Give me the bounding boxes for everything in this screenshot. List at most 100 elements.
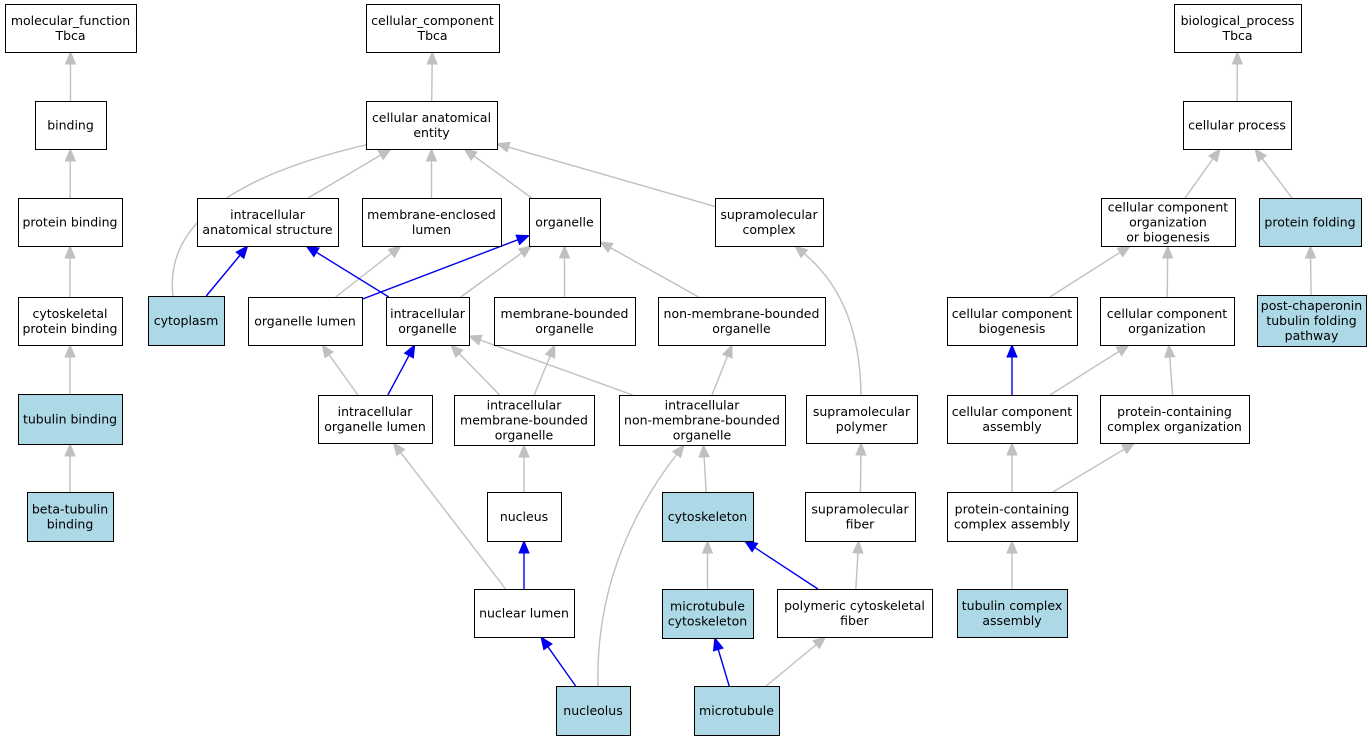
node-box [35,101,107,150]
node-label-line: intracellular [665,398,741,413]
node-pf[interactable]: protein folding [1259,198,1362,247]
node-box [386,297,470,346]
node-box [947,492,1078,542]
edge-org_lumen-to-mel [335,245,402,298]
node-label-line: intracellular [230,207,306,222]
node-box [662,589,754,639]
node-box [148,296,225,346]
edge-cca-to-cco [1049,344,1131,396]
edge-cytoskeletal_pb-to-protein_binding [64,244,76,297]
edge-pctf-to-pf [1304,244,1317,296]
edge-mt_cyto-to-cytoskeleton [701,539,714,589]
node-cytoskeleton[interactable]: cytoskeleton [662,492,754,542]
edge-inmbo-to-nmbo [711,343,733,396]
edge-organelle-to-cae [463,148,533,199]
node-label-line: Tbca [1221,28,1252,43]
node-label-line: cytoskeleton [668,614,747,629]
node-microtubule[interactable]: microtubule [694,686,780,736]
node-label-line: organization [1129,215,1207,230]
node-label-line: protein-containing [1117,404,1232,419]
node-box [1174,4,1302,53]
node-label-line: protein folding [1264,215,1355,230]
node-label-line: binding [47,118,94,133]
node-label-line: membrane-bounded [460,413,588,428]
node-label-line: organelle [673,428,732,443]
node-label-line: membrane-bounded [501,306,629,321]
node-label-line: complex [743,222,796,237]
node-label-line: cellular component [1107,306,1227,321]
edge-smc-to-cae [495,141,716,208]
node-org-lumen[interactable]: organelle lumen [248,297,363,346]
node-box [1100,297,1235,346]
node-box [318,395,433,444]
node-label-line: organization [1128,321,1206,336]
edge-pcf-to-smf [852,539,864,590]
node-label-line: complex assembly [954,517,1071,532]
node-binding[interactable]: binding [35,101,107,150]
node-tubulin-binding[interactable]: tubulin binding [18,394,123,445]
node-box [1100,395,1250,444]
node-inmbo[interactable]: intracellularnon-membrane-boundedorganel… [619,395,786,446]
node-label-line: cytoplasm [154,313,219,328]
node-label-line: membrane-enclosed [367,207,496,222]
node-box [805,492,916,542]
node-box [619,395,786,446]
node-cytoplasm[interactable]: cytoplasm [148,296,225,346]
edge-imbo-to-mbo [533,343,556,396]
node-box [27,492,114,542]
edge-cca-to-ccb [1006,343,1018,395]
node-cp[interactable]: cellular process [1183,101,1292,150]
edge-iol-to-io [387,343,416,396]
node-box [454,395,595,446]
node-box [1101,198,1236,247]
node-nucleus[interactable]: nucleus [487,492,562,542]
node-label-line: assembly [982,613,1042,628]
node-nucleolus[interactable]: nucleolus [556,686,631,736]
node-box [487,492,562,542]
node-label-line: intracellular [487,398,563,413]
edge-nuclear_lumen-to-iol [392,441,507,590]
node-label-line: nuclear lumen [479,606,569,621]
node-nuclear-lumen[interactable]: nuclear lumen [474,589,575,638]
node-label-line: supramolecular [813,404,911,419]
edge-pcf-to-cytoskeleton [743,540,819,590]
node-label-line: beta-tubulin [32,502,108,517]
node-box [248,297,363,346]
node-label-line: anatomical structure [202,222,332,237]
node-box [18,394,123,445]
node-label-line: tubulin binding [23,412,117,427]
node-label-line: microtubule [670,599,745,614]
node-organelle[interactable]: organelle [529,198,601,247]
node-box [474,589,575,638]
node-box [1183,101,1292,150]
edge-iol-to-org_lumen [321,343,359,396]
node-protein-binding[interactable]: protein binding [18,198,123,247]
